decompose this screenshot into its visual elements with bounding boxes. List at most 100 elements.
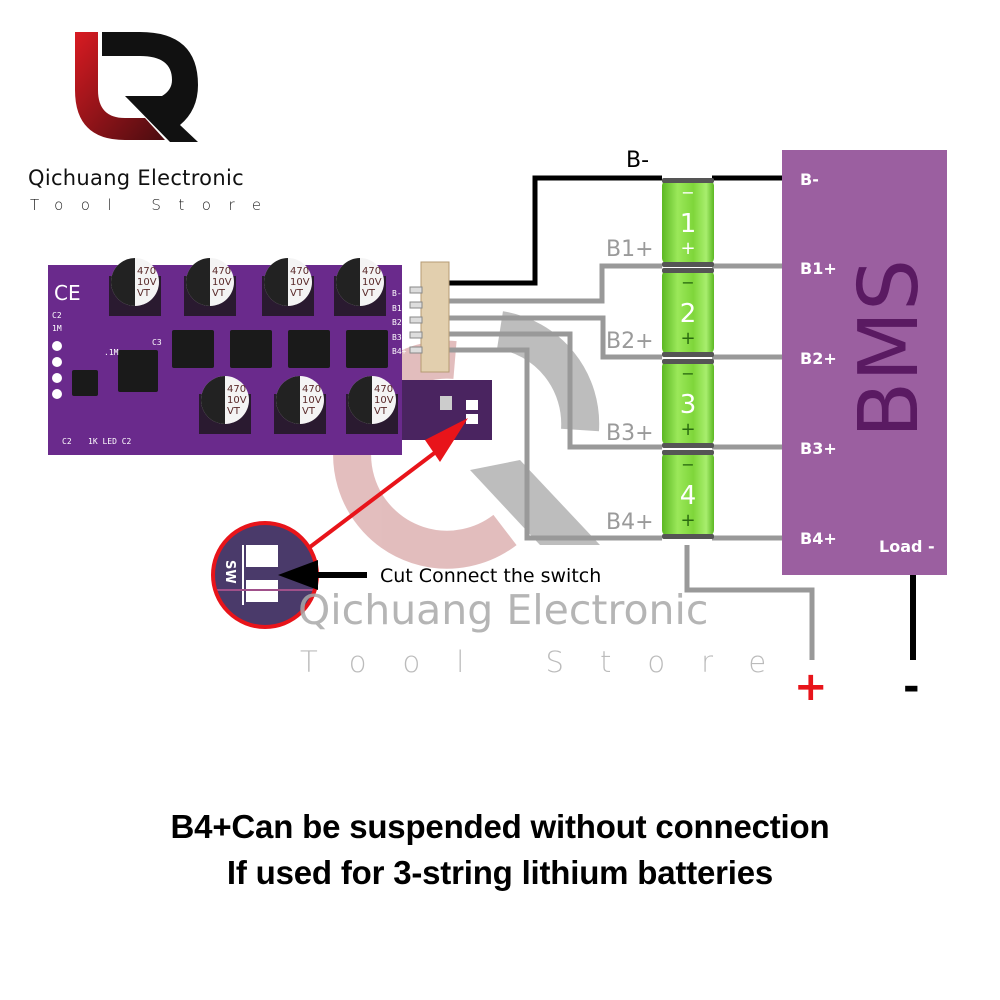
cell-cap bbox=[662, 450, 714, 455]
balancer-board: CE 47010VVT47010VVT47010VVT47010VVT47010… bbox=[48, 258, 492, 455]
b3-label: B3+ bbox=[606, 421, 654, 446]
capacitor-marking: VT bbox=[137, 288, 151, 299]
bms-pin-b1: B1+ bbox=[800, 259, 837, 278]
svg-text:B2+: B2+ bbox=[392, 318, 407, 327]
capacitor-marking: 470 bbox=[137, 266, 156, 277]
cell-number: 2 bbox=[680, 299, 697, 329]
cell-number: 3 bbox=[680, 390, 697, 420]
b1-label: B1+ bbox=[606, 237, 654, 262]
capacitor-marking: 10V bbox=[362, 277, 382, 288]
chip bbox=[118, 350, 158, 392]
capacitor-marking: 470 bbox=[302, 384, 321, 395]
wire-b-minus bbox=[445, 175, 785, 286]
bms-body bbox=[782, 150, 947, 575]
battery-cells: −1+−2+−3+−4+ bbox=[662, 178, 714, 539]
bms-pin-b4: B4+ bbox=[800, 529, 837, 548]
switch-pad bbox=[466, 400, 478, 410]
output-plus-sign: + bbox=[794, 664, 828, 710]
capacitor-marking: 10V bbox=[290, 277, 310, 288]
svg-text:1K LED C2: 1K LED C2 bbox=[88, 437, 132, 446]
wire-b2 bbox=[447, 315, 662, 360]
svg-text:C3: C3 bbox=[152, 338, 162, 347]
battery-cell-3: −3+ bbox=[662, 359, 714, 448]
test-pads bbox=[52, 341, 62, 399]
output-minus-sign: - bbox=[903, 664, 920, 710]
watermark-subtitle: Tool Store bbox=[300, 645, 803, 679]
capacitor-marking: VT bbox=[362, 288, 376, 299]
capacitor-marking: 10V bbox=[302, 395, 322, 406]
battery-cell-4: − 4+ bbox=[662, 450, 714, 539]
wire-b4 bbox=[447, 347, 662, 541]
bms-load-minus-label: Load - bbox=[879, 537, 935, 556]
battery-cell-1: − 1+ bbox=[662, 178, 714, 267]
capacitors: 47010VVT47010VVT47010VVT47010VVT47010VVT… bbox=[109, 258, 398, 434]
cell-body bbox=[662, 361, 714, 445]
bms-pin-b-minus: B- bbox=[800, 170, 819, 189]
capacitor-marking: 10V bbox=[374, 395, 394, 406]
brand-logo-icon bbox=[75, 32, 198, 142]
capacitor-marking: VT bbox=[227, 406, 241, 417]
svg-text:.1M: .1M bbox=[104, 348, 119, 357]
cell-body bbox=[662, 270, 714, 354]
bms-pin-b3: B3+ bbox=[800, 439, 837, 458]
capacitor-marking: VT bbox=[302, 406, 316, 417]
capacitor-marking: 470 bbox=[212, 266, 231, 277]
chip bbox=[346, 330, 388, 368]
brand-name: Qichuang Electronic bbox=[28, 166, 244, 190]
cell-cap bbox=[662, 352, 714, 357]
svg-text:C2: C2 bbox=[62, 437, 72, 446]
svg-text:1M: 1M bbox=[52, 324, 62, 333]
caption-line-1: B4+Can be suspended without connection bbox=[170, 808, 830, 845]
svg-text:B-: B- bbox=[392, 289, 402, 298]
capacitor-marking: 470 bbox=[374, 384, 393, 395]
bms-block: B- B1+ B2+ B3+ B4+ Load - BMS bbox=[782, 150, 947, 575]
cell-body bbox=[662, 180, 714, 264]
capacitor-marking: VT bbox=[374, 406, 388, 417]
chip bbox=[72, 370, 98, 396]
capacitor-marking: VT bbox=[290, 288, 304, 299]
cell-cap bbox=[662, 178, 714, 183]
b4-label: B4+ bbox=[606, 510, 654, 535]
wire-b3 bbox=[447, 331, 662, 450]
cell-negative-sign: − bbox=[681, 273, 694, 292]
wire-b1 bbox=[447, 263, 662, 304]
led bbox=[440, 396, 452, 410]
cell-cap bbox=[662, 534, 714, 539]
chip bbox=[172, 330, 214, 368]
cell-number: 1 bbox=[680, 209, 697, 239]
cell-positive-sign: + bbox=[680, 238, 695, 259]
capacitor-marking: VT bbox=[212, 288, 226, 299]
cell-positive-sign: + bbox=[680, 328, 695, 349]
brand-subtitle: Tool Store bbox=[30, 196, 279, 214]
chip bbox=[288, 330, 330, 368]
cell-positive-sign: + bbox=[680, 419, 695, 440]
capacitor-marking: 10V bbox=[137, 277, 157, 288]
cell-positive-sign: + bbox=[680, 510, 695, 531]
switch-pad bbox=[466, 414, 478, 424]
cell-negative-sign: − bbox=[681, 183, 694, 202]
b2-label: B2+ bbox=[606, 329, 654, 354]
cell-negative-sign: − bbox=[681, 455, 694, 474]
callout-text: Cut Connect the switch bbox=[380, 565, 602, 587]
b-minus-label: B- bbox=[626, 148, 649, 173]
capacitor-marking: 10V bbox=[227, 395, 247, 406]
capacitor-marking: 470 bbox=[362, 266, 381, 277]
svg-text:B3+: B3+ bbox=[392, 333, 407, 342]
capacitor-marking: 470 bbox=[227, 384, 246, 395]
svg-text:B4+: B4+ bbox=[392, 347, 407, 356]
bms-pin-b2: B2+ bbox=[800, 349, 837, 368]
cell-cap bbox=[662, 268, 714, 273]
pointer-arrow-icon bbox=[278, 560, 367, 590]
capacitor-marking: 470 bbox=[290, 266, 309, 277]
caption-line-2: If used for 3-string lithium batteries bbox=[226, 854, 774, 891]
callout-arrow bbox=[308, 418, 468, 549]
bms-title: BMS bbox=[842, 259, 937, 438]
cell-number: 4 bbox=[680, 481, 697, 511]
wire-output-plus bbox=[684, 545, 815, 660]
chip bbox=[230, 330, 272, 368]
